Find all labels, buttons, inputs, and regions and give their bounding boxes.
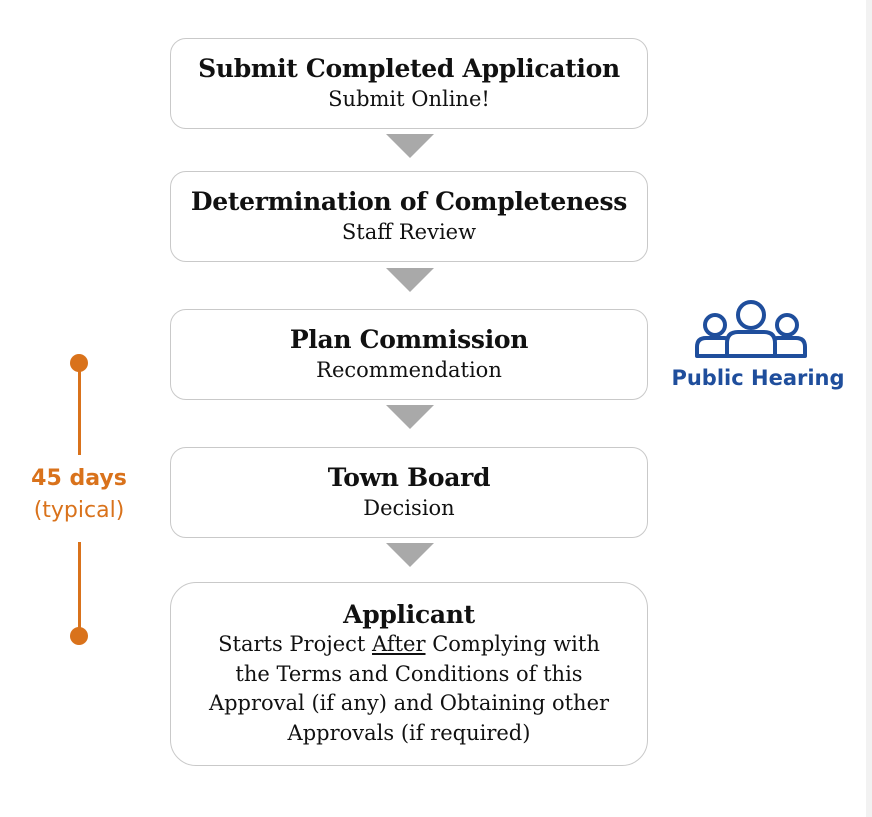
subtitle-underlined: After	[372, 632, 426, 656]
subtitle-line-3: Approval (if any) and Obtaining other	[208, 691, 610, 715]
step-subtitle: Staff Review	[341, 219, 477, 244]
step-title: Town Board	[327, 462, 491, 492]
timeline-line-upper	[78, 365, 81, 455]
step-subtitle: Decision	[363, 495, 455, 520]
timeline-start-dot	[70, 354, 88, 372]
step-title: Plan Commission	[289, 324, 529, 354]
public-hearing-label: Public Hearing	[671, 366, 845, 390]
step-subtitle: Starts Project After Complying with the …	[209, 630, 609, 748]
timeline-note-label: (typical)	[33, 498, 125, 523]
step-subtitle: Submit Online!	[328, 86, 490, 111]
step-submit-application: Submit Completed Application Submit Onli…	[170, 38, 648, 129]
step-plan-commission: Plan Commission Recommendation	[170, 309, 648, 400]
subtitle-line-2: the Terms and Conditions of this	[235, 661, 583, 686]
step-applicant: Applicant Starts Project After Complying…	[170, 582, 648, 766]
subtitle-prefix: Starts Project	[218, 632, 373, 656]
step-title: Submit Completed Application	[198, 53, 620, 83]
down-arrow-icon	[386, 268, 434, 292]
step-town-board: Town Board Decision	[170, 447, 648, 538]
down-arrow-icon	[386, 543, 434, 567]
subtitle-line-4: Approvals (if required)	[287, 720, 531, 745]
down-arrow-icon	[386, 405, 434, 429]
step-title: Applicant	[343, 600, 475, 629]
people-group-icon	[695, 300, 807, 358]
down-arrow-icon	[386, 134, 434, 158]
step-determination-completeness: Determination of Completeness Staff Revi…	[170, 171, 648, 262]
subtitle-suffix: Complying with	[425, 632, 600, 656]
timeline-days-label: 45 days	[31, 466, 127, 491]
timeline-line-lower	[78, 542, 81, 636]
step-title: Determination of Completeness	[190, 186, 628, 216]
step-subtitle: Recommendation	[316, 357, 502, 382]
page-edge-strip	[866, 0, 872, 817]
timeline-end-dot	[70, 627, 88, 645]
